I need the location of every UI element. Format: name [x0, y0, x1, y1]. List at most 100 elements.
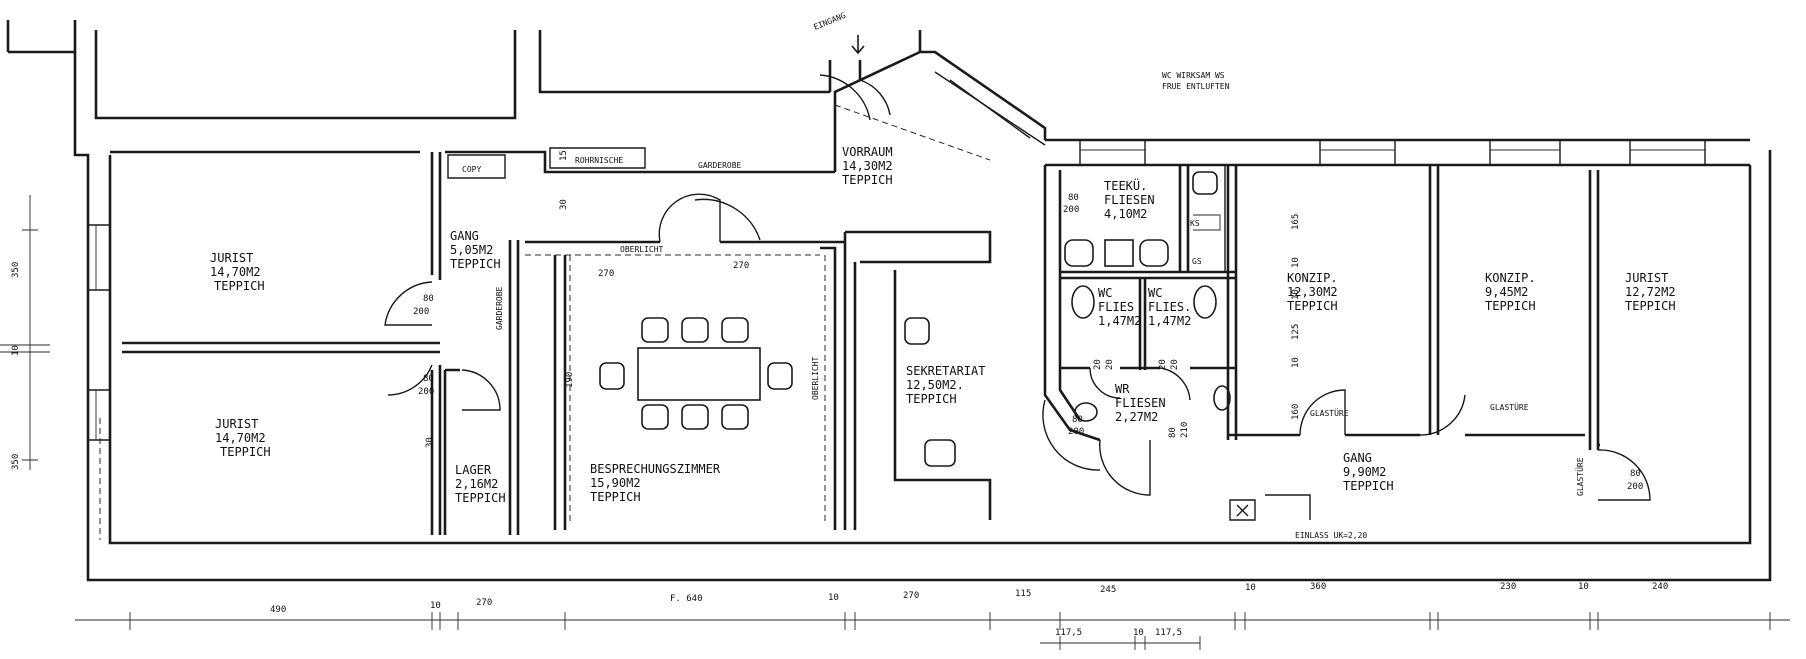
rooms-wc2-floor: FLIES.	[1148, 300, 1191, 314]
dimensions-bottom-12: 240	[1652, 582, 1668, 592]
rooms-gangright-area: 9,90M2	[1343, 465, 1386, 479]
rooms-lager-name: LAGER	[455, 463, 492, 477]
misc-labels: EINGANG WC WIRKSAM WS FRUE ENTLUFTEN COP…	[462, 11, 1585, 540]
dashed-lines	[99, 104, 991, 540]
room-lager: LAGER 2,16M2 TEPPICH	[455, 463, 506, 505]
rooms-juristtopleft-area: 14,70M2	[210, 265, 261, 279]
rooms-juristright-name: JURIST	[1625, 271, 1668, 285]
chair	[721, 317, 749, 343]
rooms-wc2-area: 1,47M2	[1148, 314, 1191, 328]
rooms-teekueche-name: TEEKÜ.	[1104, 177, 1147, 193]
dimensions-doors-3: 200	[418, 387, 434, 397]
rooms-sekretariat-area: 12,50M2.	[906, 378, 964, 392]
dimensions-doors-0: 80	[423, 294, 434, 304]
rooms-lager-floor: TEPPICH	[455, 491, 506, 505]
dimensions-doors-4: 80	[1068, 193, 1079, 203]
dimensions-inner-14: 80	[1072, 415, 1083, 425]
dimension-lines	[0, 195, 1790, 650]
stove	[1104, 239, 1134, 267]
wc-note-line-1: WC WIRKSAM WS	[1162, 71, 1225, 80]
dimensions-inner-3: 30	[559, 199, 569, 210]
dimensions-bottom-11: 10	[1578, 582, 1589, 592]
rooms-besprechung-floor: TEPPICH	[590, 490, 641, 504]
dimensions-bottom-5: 270	[903, 591, 919, 601]
rooms-besprechung-area: 15,90M2	[590, 476, 641, 490]
toilet	[1071, 285, 1095, 319]
rooms-lager-area: 2,16M2	[455, 477, 498, 491]
rooms-juristbottomleft-floor: TEPPICH	[220, 445, 271, 459]
chair	[721, 404, 749, 430]
room-jurist-bottom-left: JURIST 14,70M2 TEPPICH	[215, 417, 271, 459]
rooms-gangleft-area: 5,05M2	[450, 243, 493, 257]
rooms-teekueche-area: 4,10M2	[1104, 207, 1147, 221]
room-gang-left: GANG 5,05M2 TEPPICH	[450, 229, 501, 271]
dimensions-doors-5: 200	[1063, 205, 1079, 215]
conference-furniture	[599, 317, 956, 467]
garderobe-side-label: GARDEROBE	[495, 286, 504, 330]
dimensions-left-0: 350	[11, 262, 21, 278]
dimensions-inner-13: 20	[1170, 359, 1180, 370]
room-gang-right: GANG 9,90M2 TEPPICH	[1343, 451, 1394, 493]
dimensions-doors-2: 80	[423, 374, 434, 384]
dimensions-doors-7: 200	[1627, 482, 1643, 492]
interior-walls	[122, 147, 1600, 535]
room-besprechungszimmer: BESPRECHUNGSZIMMER 15,90M2 TEPPICH	[590, 462, 721, 504]
doors	[384, 74, 1651, 501]
conference-table	[637, 347, 761, 401]
dimensions-inner-1: 270	[733, 261, 749, 271]
dimensions-inner-8: 10	[1291, 357, 1301, 368]
dimensions-inner-2: 15	[559, 150, 569, 161]
sink	[1139, 239, 1169, 267]
chair	[599, 362, 625, 390]
dimensions-inner-10: 20	[1093, 359, 1103, 370]
rooms-vorraum-area: 14,30M2	[842, 159, 893, 173]
chair	[641, 317, 669, 343]
dimensions-bottom-6: 115	[1015, 589, 1031, 599]
dimensions-inner-12: 20	[1158, 359, 1168, 370]
room-jurist-top-left: JURIST 14,70M2 TEPPICH	[210, 251, 265, 293]
rooms-sekretariat-floor: TEPPICH	[906, 392, 957, 406]
room-wc-1: WC FLIES 1,47M2	[1098, 286, 1141, 328]
dimensions-inner-4: 165	[1291, 214, 1301, 230]
room-sekretariat: SEKRETARIAT 12,50M2. TEPPICH	[906, 364, 985, 406]
rooms-teekueche-floor: FLIESEN	[1104, 193, 1155, 207]
dimensions-inner-7: 125	[1291, 324, 1301, 340]
sink	[1064, 239, 1094, 267]
oberlicht-side-label: OBERLICHT	[811, 356, 820, 400]
copy-label: COPY	[462, 165, 481, 174]
chair	[641, 404, 669, 430]
rooms-konzip2-name: KONZIP.	[1485, 271, 1536, 285]
room-labels: JURIST 14,70M2 TEPPICH JURIST 14,70M2 TE…	[210, 145, 1676, 505]
rooms-gangleft-name: GANG	[450, 229, 479, 243]
rooms-wr-area: 2,27M2	[1115, 410, 1158, 424]
rooms-konzip1-area: 12,30M2	[1287, 285, 1338, 299]
glastuer-side-label: GLASTÜRE	[1575, 457, 1585, 496]
room-konzip-2: KONZIP. 9,45M2 TEPPICH	[1485, 271, 1536, 313]
sanitary-fixtures	[1064, 171, 1231, 422]
rooms-konzip1-floor: TEPPICH	[1287, 299, 1338, 313]
dimensions-inner-0: 270	[598, 269, 614, 279]
room-teekueche: TEEKÜ. FLIESEN 4,10M2	[1104, 177, 1155, 221]
chair	[681, 317, 709, 343]
rooms-juristright-area: 12,72M2	[1625, 285, 1676, 299]
rooms-juristbottomleft-name: JURIST	[215, 417, 258, 431]
dimensions-bottomsub-0: 117,5	[1055, 628, 1082, 638]
rooms-vorraum-name: VORRAUM	[842, 145, 893, 159]
rooms-vorraum-floor: TEPPICH	[842, 173, 893, 187]
rooms-gangleft-floor: TEPPICH	[450, 257, 501, 271]
dimension-texts: 490 10 270 F. 640 10 270 115 245 10 360 …	[11, 150, 1668, 638]
dimensions-bottomsub-1: 10	[1133, 628, 1144, 638]
dimensions-inner-16: 80	[1168, 427, 1178, 438]
dimensions-doors-6: 80	[1630, 469, 1641, 479]
rooms-wc1-floor: FLIES	[1098, 300, 1134, 314]
dimensions-inner-15: 200	[1068, 427, 1084, 437]
sink	[1074, 402, 1098, 422]
exterior-walls	[6, 20, 1772, 582]
rohrnische-label: ROHRNISCHE	[575, 156, 623, 165]
dimensions-inner-19: 30	[425, 437, 435, 448]
dimensions-bottom-10: 230	[1500, 582, 1516, 592]
chair	[767, 362, 793, 390]
rooms-wr-floor: FLIESEN	[1115, 396, 1166, 410]
dimensions-inner-5: 10	[1291, 257, 1301, 268]
